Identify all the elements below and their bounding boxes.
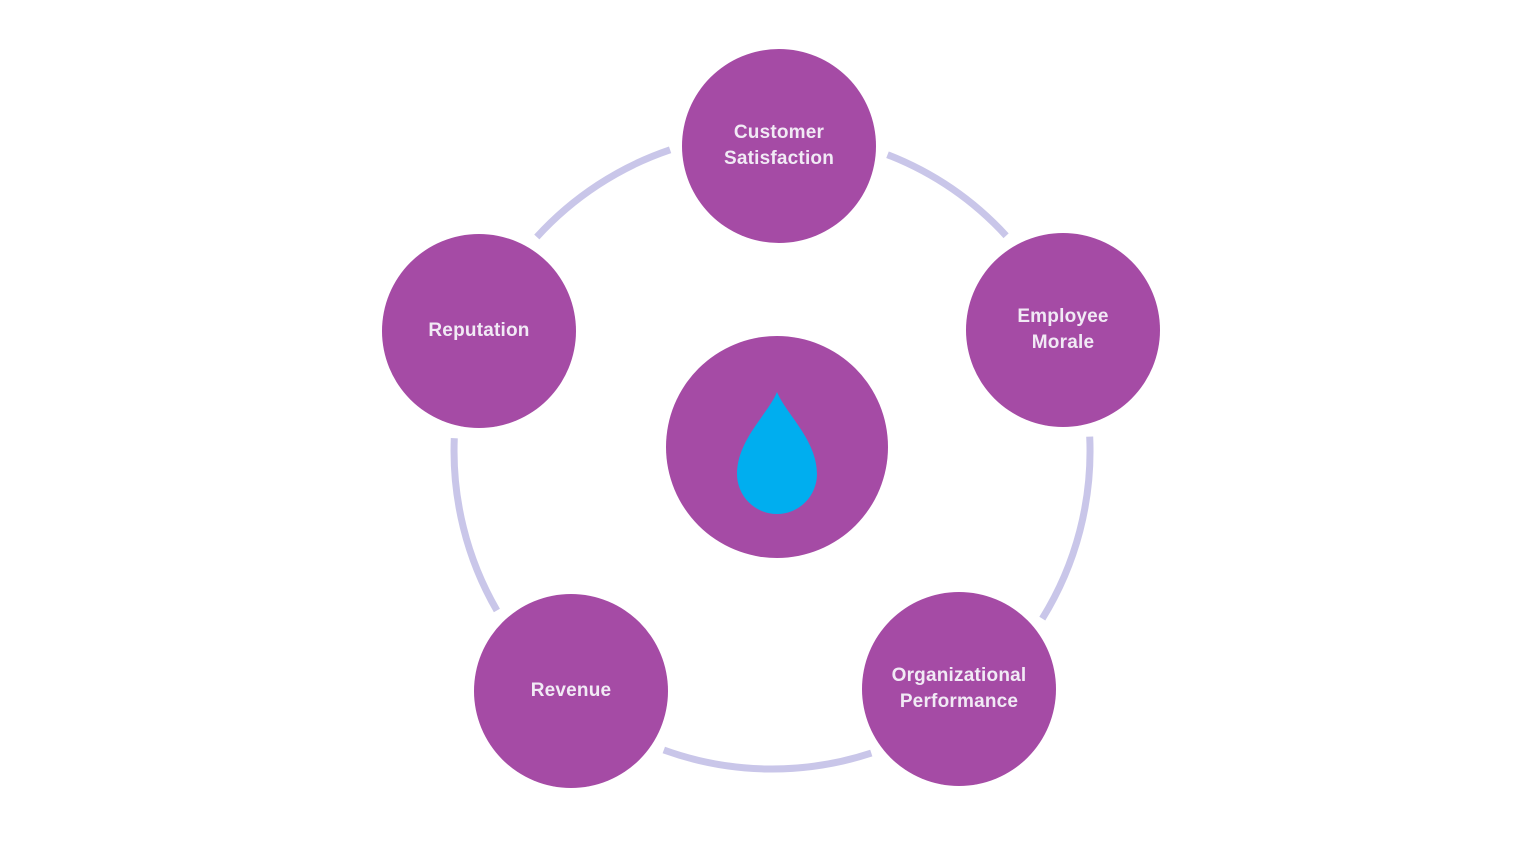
connector-ring-arc (886, 151, 1009, 239)
node-reputation: Reputation (382, 234, 576, 428)
node-customer-satisfaction: Customer Satisfaction (682, 49, 876, 243)
node-label: Revenue (530, 680, 612, 701)
node-revenue: Revenue (474, 594, 668, 788)
node-label: Organizational Performance (891, 665, 1027, 712)
node-organizational-performance: Organizational Performance (862, 592, 1056, 786)
node-label: Reputation (428, 320, 530, 341)
droplet-icon (737, 392, 817, 514)
node-employee-morale: Employee Morale (966, 233, 1160, 427)
node-label: Employee Morale (1017, 306, 1109, 353)
connector-ring-arc (662, 746, 873, 773)
node-label: Customer Satisfaction (723, 122, 835, 169)
connector-ring-arc (534, 146, 672, 240)
connector-ring-arc (1039, 436, 1094, 621)
connector-ring-arc (450, 438, 500, 613)
center-node (666, 336, 888, 558)
